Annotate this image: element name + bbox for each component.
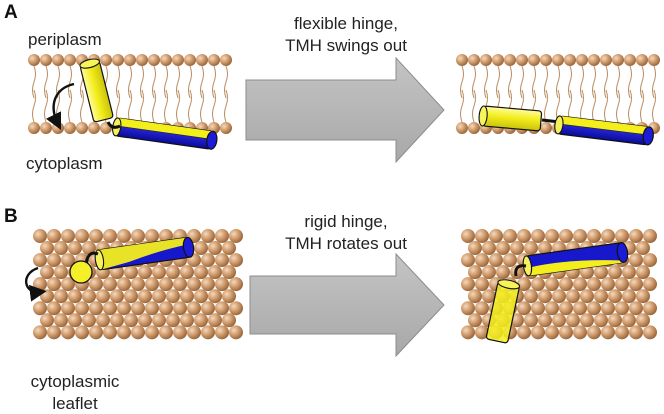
- label-periplasm: periplasm: [28, 30, 102, 49]
- helix-assembly-b-after: [485, 242, 629, 344]
- caption-a-line1: flexible hinge,: [294, 14, 398, 33]
- hinge-loop-a-before: [106, 121, 121, 129]
- label-cytoplasmic: cytoplasmic: [30, 372, 120, 391]
- hinge-loop-b-after: [514, 264, 527, 277]
- amphipathic-helix-a-before: [112, 117, 218, 150]
- panel-letter-a: A: [4, 2, 18, 23]
- transition-arrow-a: [245, 56, 445, 164]
- caption-b-line1: rigid hinge,: [304, 212, 388, 231]
- amphipathic-helix-a-after: [554, 115, 654, 146]
- caption-b-line2: TMH rotates out: [285, 234, 407, 253]
- transition-arrow-b: [249, 252, 445, 358]
- tmh-helix-b-before: [69, 260, 93, 284]
- amphipathic-helix-b-after: [522, 242, 629, 277]
- label-cytoplasm: cytoplasm: [26, 154, 103, 173]
- tmh-helix-a-after: [478, 105, 543, 132]
- rotate-arrow-icon: [25, 266, 47, 302]
- helix-assembly-a-after: [478, 105, 654, 146]
- helix-assembly-b-before: [25, 236, 195, 302]
- swing-arrow-icon: [45, 82, 75, 131]
- label-leaflet: leaflet: [52, 394, 98, 413]
- helix-assembly-a-before: [45, 58, 218, 150]
- tmh-helix-b-after: [485, 279, 521, 344]
- amphipathic-helix-b-before: [94, 236, 195, 271]
- panel-letter-b: B: [4, 206, 18, 227]
- caption-a-line2: TMH swings out: [285, 36, 407, 55]
- tmh-helix-a-before: [79, 58, 114, 123]
